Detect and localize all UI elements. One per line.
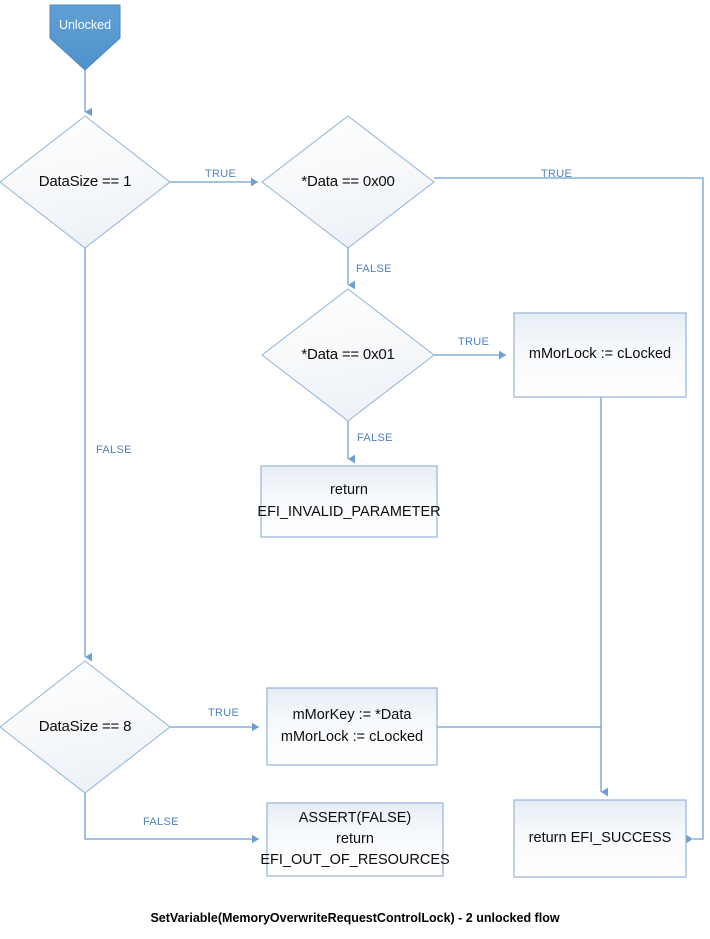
edge-label-datasize1-true: TRUE [205,168,237,180]
edge-label-datasize8-true: TRUE [208,707,240,719]
diagram-caption: SetVariable(MemoryOverwriteRequestContro… [150,911,560,925]
edge-label-data0x01-true: TRUE [458,336,490,348]
node-invalid-parameter-shape[interactable] [260,465,438,538]
connector-data0x00-true [434,177,704,844]
node-success-shape[interactable] [513,799,687,878]
edge-label-datasize8-false: FALSE [143,816,179,828]
node-datasize1-shape[interactable] [0,115,171,249]
node-mmorlock-shape[interactable] [513,312,687,398]
node-data0x01-shape[interactable] [261,288,435,422]
edge-label-data0x00-true: TRUE [541,168,573,180]
edge-label-datasize1-false: FALSE [96,444,132,456]
node-mmorkey-shape[interactable] [266,687,438,766]
connector-datasize8-false [84,793,260,844]
node-data0x00-shape[interactable] [261,115,435,249]
edge-label-data0x01-false: FALSE [357,432,393,444]
node-out-of-resources-shape[interactable] [266,802,444,877]
node-datasize8-shape[interactable] [0,660,171,794]
node-start-shape[interactable] [49,4,121,71]
edge-label-data0x00-false: FALSE [356,263,392,275]
